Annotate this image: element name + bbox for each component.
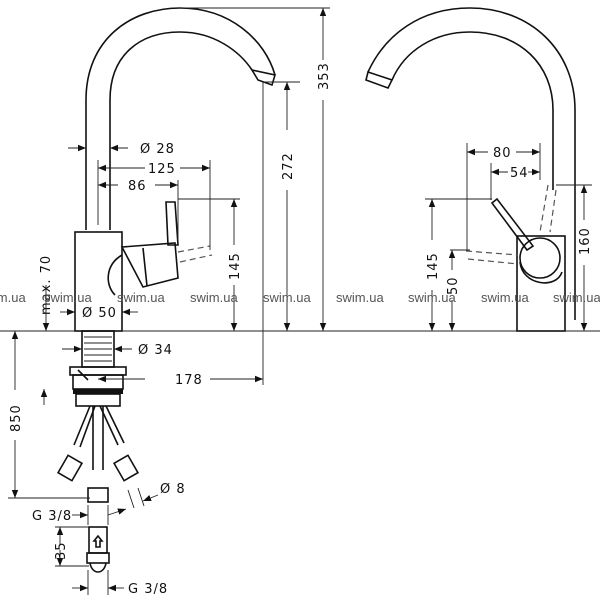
dim-side-lever-low: 50	[446, 276, 461, 295]
watermark: swim.ua	[117, 290, 165, 305]
dim-lever-reach-80: 80	[493, 146, 512, 161]
dim-side-lever-height: 145	[426, 252, 441, 280]
dim-spout-diameter: Ø 28	[140, 142, 175, 157]
watermark: swim.ua	[481, 290, 529, 305]
dim-body-diameter: Ø 50	[82, 306, 117, 321]
dim-spout-reach: 178	[175, 373, 203, 388]
dim-body-height: 160	[578, 227, 593, 255]
dim-lever-reach-54: 54	[510, 166, 529, 181]
watermark: swim.ua	[263, 290, 311, 305]
dim-spout-height: 272	[281, 152, 296, 180]
watermark: swim.ua	[0, 290, 26, 305]
dim-connection-top: G 3/8	[32, 509, 72, 524]
side-faucet	[365, 7, 576, 332]
dim-handle-reach-125: 125	[148, 162, 176, 177]
dim-handle-reach-86: 86	[128, 179, 147, 194]
dim-hose-diameter: Ø 8	[160, 482, 186, 497]
watermark: swim.ua	[408, 290, 456, 305]
dim-lever-height: 145	[228, 252, 243, 280]
dim-connection-bottom: G 3/8	[128, 582, 168, 597]
front-faucet	[56, 7, 277, 573]
dim-hose-length: 850	[9, 404, 24, 432]
dim-valve-length: 35	[54, 541, 69, 560]
watermark: swim.ua	[553, 290, 600, 305]
watermarks: swim.ua swim.ua swim.ua swim.ua swim.ua …	[0, 290, 600, 305]
watermark: swim.ua	[336, 290, 384, 305]
dim-total-height: 353	[317, 62, 332, 90]
front-dimension-lines	[8, 7, 330, 595]
watermark: swim.ua	[190, 290, 238, 305]
side-dimension-lines	[425, 143, 592, 331]
dim-max-deck: max. 70	[39, 255, 54, 315]
dim-shank-diameter: Ø 34	[138, 343, 173, 358]
watermark: swim.ua	[44, 290, 92, 305]
